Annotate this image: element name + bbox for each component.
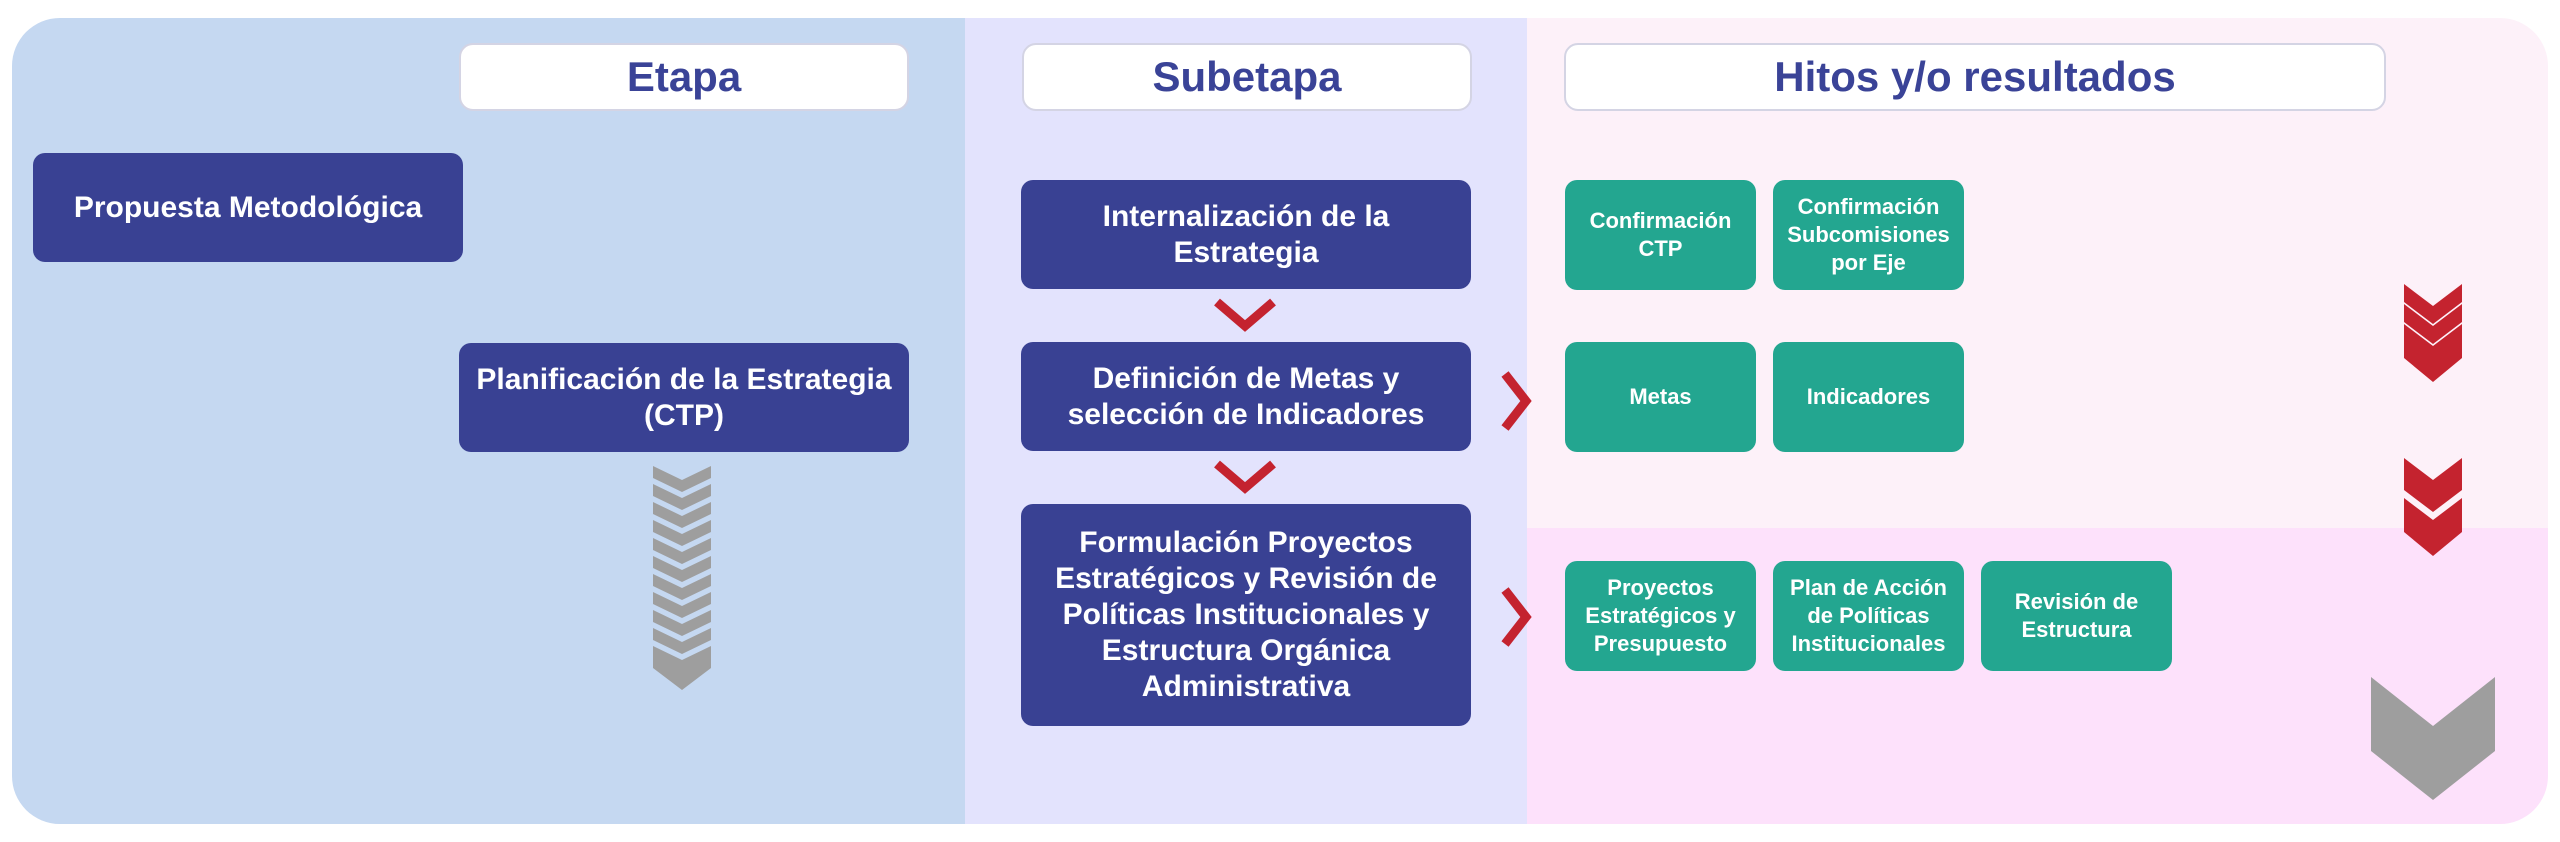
gray-chevron-icon bbox=[653, 538, 711, 564]
hitos-panel-bottom bbox=[1527, 528, 2548, 824]
red-chevron-stack-icon bbox=[2404, 284, 2462, 382]
gray-chevron-column bbox=[653, 466, 711, 690]
gray-chevron-icon bbox=[653, 556, 711, 582]
gray-chevron-tip-icon bbox=[653, 646, 711, 690]
red-right-chevron-icon bbox=[1501, 371, 1532, 431]
gray-chevron-icon bbox=[653, 502, 711, 528]
gray-chevron-icon bbox=[653, 592, 711, 618]
red-right-chevron-icon bbox=[1501, 587, 1532, 647]
hitos-panel-top bbox=[1527, 18, 2548, 528]
red-down-chevron-icon bbox=[1214, 298, 1276, 332]
gray-chevron-icon bbox=[653, 484, 711, 510]
etapa-panel bbox=[12, 18, 965, 824]
gray-chevron-icon bbox=[653, 610, 711, 636]
gray-chevron-icon bbox=[653, 520, 711, 546]
red-double-chevron-icon bbox=[2404, 458, 2462, 556]
gray-chevron-icon bbox=[653, 628, 711, 654]
subetapa-panel bbox=[965, 18, 1527, 824]
gray-large-chevron-icon bbox=[2371, 677, 2495, 800]
red-down-chevron-icon bbox=[1214, 460, 1276, 494]
gray-chevron-icon bbox=[653, 574, 711, 600]
gray-chevron-icon bbox=[653, 466, 711, 492]
